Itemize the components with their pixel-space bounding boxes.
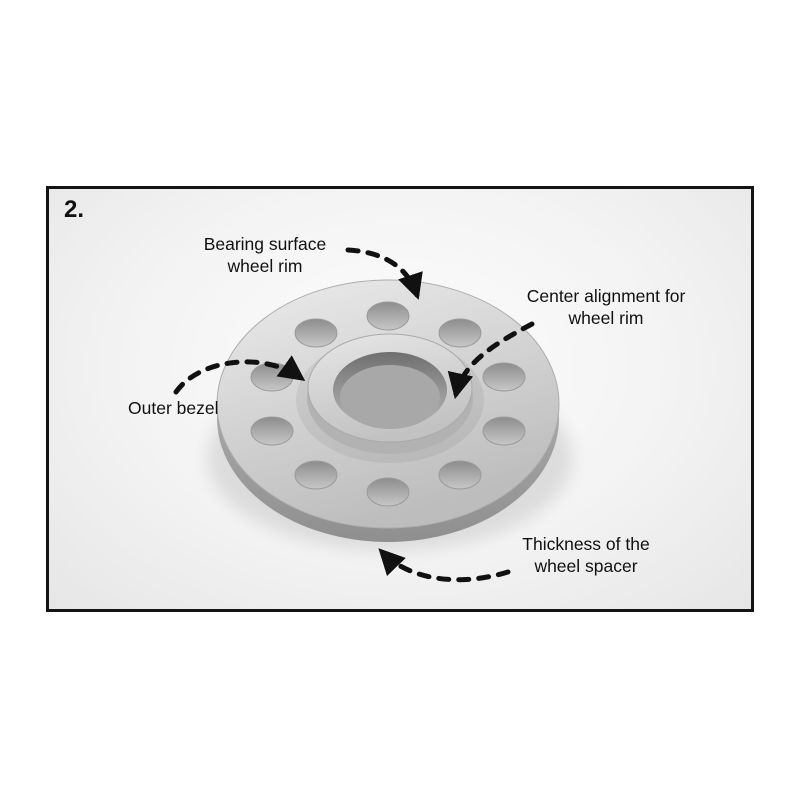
bolt-hole (482, 362, 526, 392)
spacer-hub (296, 333, 484, 463)
bolt-hole (366, 301, 410, 331)
arrow-bearing-surface (345, 247, 423, 300)
center-bore-inner (340, 365, 440, 429)
label-bearing-surface: Bearing surface wheel rim (203, 234, 327, 277)
bolt-hole (438, 318, 482, 348)
bolt-holes (250, 301, 526, 507)
bolt-hole (294, 460, 338, 490)
label-outer-bezel: Outer bezel (128, 398, 219, 418)
bolt-hole (366, 477, 410, 507)
label-center-alignment: Center alignment for wheel rim (526, 286, 686, 329)
step-number: 2. (64, 196, 85, 223)
bolt-hole (294, 318, 338, 348)
bolt-hole (482, 416, 526, 446)
arrow-center-alignment (447, 321, 535, 400)
bolt-hole (438, 460, 482, 490)
label-thickness: Thickness of the wheel spacer (522, 534, 650, 577)
arrow-thickness (378, 548, 511, 583)
arrow-outer-bezel (173, 355, 306, 395)
bolt-hole (250, 416, 294, 446)
